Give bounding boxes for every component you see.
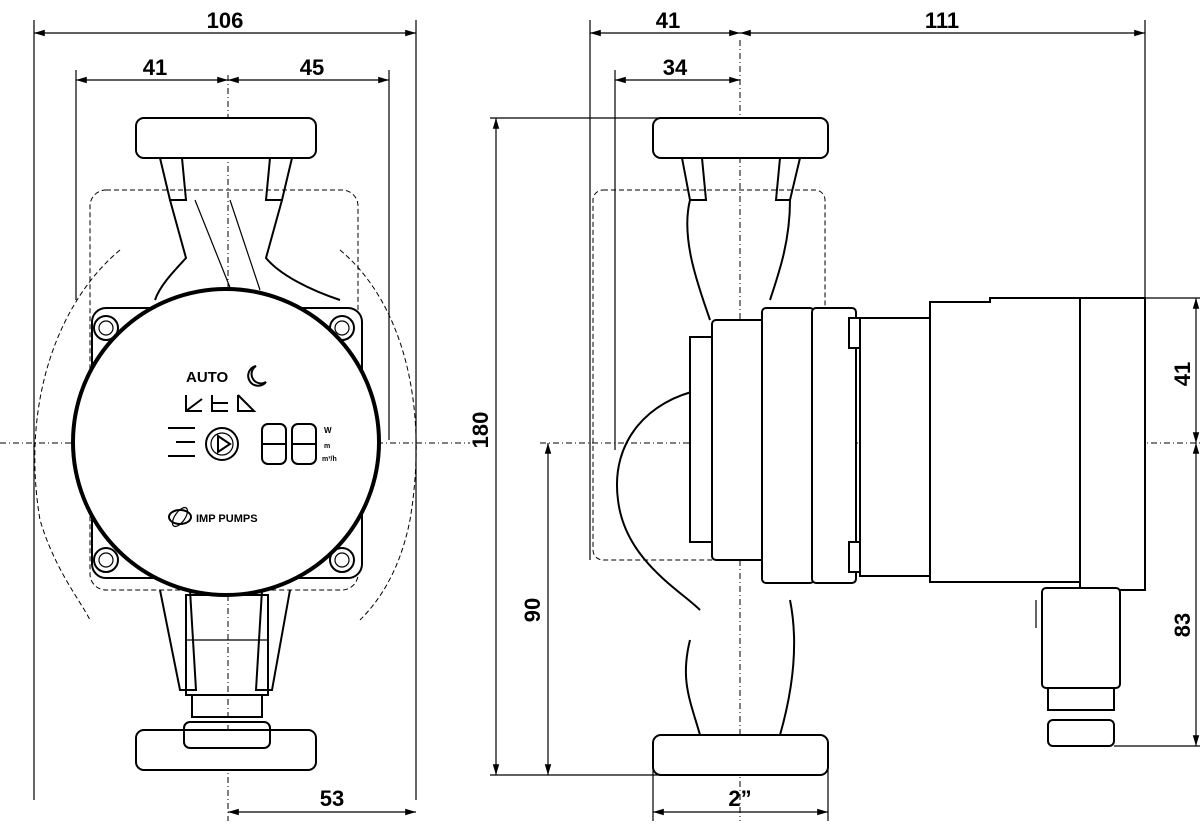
front-view: AUTO W m m³/h — [0, 8, 470, 821]
front-left-volute-outline — [34, 249, 121, 621]
dim-41-side: 41 — [656, 8, 680, 33]
side-bottom-flange — [652, 734, 829, 776]
dim-83: 83 — [1170, 613, 1195, 637]
side-top-neck-right — [774, 157, 801, 201]
dim-180: 180 — [468, 412, 493, 449]
front-bolt-bottom-left — [93, 547, 119, 573]
side-view: 41 111 34 180 90 2” 41 83 — [468, 8, 1200, 821]
front-body-left — [154, 199, 188, 301]
front-body-inner-line — [194, 199, 236, 301]
unit-m: m — [324, 443, 330, 450]
play-icon — [205, 427, 239, 461]
dim-41-motor: 41 — [1170, 362, 1195, 386]
front-bolt-top-left — [93, 315, 119, 341]
side-volute — [615, 389, 701, 611]
front-top-neck-right — [264, 157, 293, 201]
dim-106: 106 — [207, 8, 244, 33]
dim-90: 90 — [520, 598, 545, 622]
side-gland-nut — [1047, 719, 1115, 747]
dim-53-front: 53 — [320, 786, 344, 811]
dim-thread: 2” — [728, 786, 751, 811]
dim-41-front: 41 — [143, 55, 167, 80]
brand-logo-icon — [168, 506, 192, 528]
front-top-neck-left — [159, 157, 188, 201]
side-motor-flange-2 — [811, 307, 857, 584]
moon-icon — [247, 365, 267, 387]
front-body-inner-line-2 — [229, 199, 261, 291]
side-body-right — [769, 199, 791, 301]
speed-bars-icon — [168, 427, 195, 457]
side-bottom-body-left — [684, 639, 701, 736]
unit-w: W — [324, 426, 332, 435]
unit-flow: m³/h — [322, 456, 337, 463]
front-cable-gland — [191, 694, 263, 718]
front-bolt-bottom-right — [329, 547, 355, 573]
front-body-right — [264, 199, 341, 301]
dim-45-front: 45 — [300, 55, 324, 80]
brand-logo-text: IMP PUMPS — [196, 513, 258, 525]
dim-34: 34 — [663, 55, 688, 80]
side-cover-ring — [711, 319, 768, 561]
dim-111: 111 — [925, 8, 959, 33]
front-bottom-nut — [183, 721, 271, 749]
seven-segment-display — [261, 423, 317, 465]
side-terminal-box — [1041, 587, 1121, 689]
front-right-volute-outline — [339, 249, 417, 621]
front-top-flange — [135, 117, 317, 159]
side-motor-neck — [859, 317, 931, 577]
pump-curve-icon — [185, 394, 257, 412]
front-bottom-flange — [135, 729, 317, 771]
side-motor-body — [929, 297, 1146, 591]
side-top-neck-left — [681, 157, 708, 201]
side-top-flange — [652, 117, 829, 159]
side-body-left — [686, 199, 711, 321]
side-cable-gland — [1047, 687, 1115, 711]
side-bottom-body-right — [779, 599, 796, 736]
side-motor-flange — [761, 307, 815, 584]
mode-auto-label: AUTO — [186, 369, 229, 386]
